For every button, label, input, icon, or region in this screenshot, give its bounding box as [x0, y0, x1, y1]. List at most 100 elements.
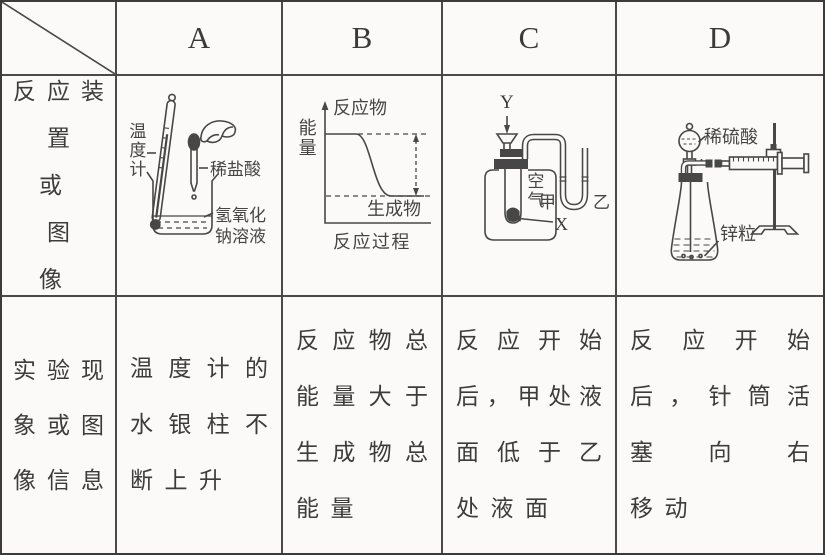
apparatus-d-drawing [670, 122, 810, 261]
diagram-a-neutralization: 温度计 稀盐酸 氢氧化 钠溶液 [117, 76, 281, 295]
naoh-leader-line [203, 212, 214, 218]
beaker-icon [146, 171, 219, 235]
stand-base [749, 225, 800, 235]
funnel-stem [686, 151, 693, 159]
description-line: 水银柱不 [130, 412, 268, 437]
hand-finger-lines [206, 126, 234, 142]
row-label-line: 图像 [38, 220, 87, 292]
syringe-nozzle [720, 160, 731, 167]
energy-curve [325, 133, 424, 197]
x-arrowhead [513, 215, 522, 222]
syringe-plunger [781, 157, 805, 170]
energy-graph-drawing [321, 101, 431, 224]
x-arrow-line [518, 217, 554, 223]
label-yi: 乙 [593, 193, 610, 212]
dropper-bulb [187, 133, 201, 151]
description-line: 能量大于 [296, 384, 428, 409]
apparatus-c-drawing [484, 116, 589, 241]
dropper-tube [190, 149, 198, 192]
zinc-granule [681, 253, 686, 259]
description-line: 能量 [296, 496, 365, 521]
conical-flask [670, 181, 719, 261]
label-energy-axis: 能量 [296, 118, 317, 159]
label-naoh-1: 氢氧化 [215, 206, 266, 225]
description-line: 处液面 [456, 496, 560, 521]
label-x: X [555, 214, 568, 234]
corner-cell [2, 2, 115, 74]
funnel-knob [685, 122, 694, 131]
row-label-line: 置或 [38, 126, 87, 198]
row-label-phenomenon: 实验现 象或图 像信息 [2, 297, 115, 553]
zinc-granule [689, 254, 694, 260]
label-dilute-hcl: 稀盐酸 [210, 160, 261, 179]
description-line: 温度计的 [130, 356, 268, 381]
liquid-dashes [156, 221, 209, 229]
description-line: 后，甲处液 [456, 384, 602, 409]
diagram-b-energy-graph: 能量 反应物 生成物 反应过程 [283, 76, 441, 295]
tube-connector [714, 159, 722, 168]
delivery-tube-inner [682, 161, 706, 173]
funnel-liquid-dashes [681, 138, 698, 145]
acid-leader-line [697, 135, 707, 143]
description-line: 反应开始 [630, 328, 810, 353]
y-axis-arrowhead [321, 101, 329, 110]
u-tube-liquid-levels [559, 176, 589, 182]
description-line: 反应物总 [296, 328, 428, 353]
apparatus-a-drawing [146, 93, 237, 235]
label-dilute-h2so4: 稀硫酸 [704, 127, 758, 147]
stopper-band-bottom [494, 159, 528, 169]
stopper-band-top [500, 149, 522, 157]
label-reactants: 反应物 [333, 98, 387, 118]
label-air: 空气 [524, 172, 544, 211]
syringe-graduations [732, 157, 775, 162]
diagram-c-gas-bottle-manometer: Y 空气 甲 乙 X [443, 76, 615, 295]
drop-icon [191, 194, 197, 200]
zinc-granule [698, 253, 703, 259]
flask-liquid-dashes [673, 238, 716, 258]
description-line: 塞向右 [630, 440, 810, 465]
label-products: 生成物 [367, 199, 421, 219]
axes [324, 107, 431, 224]
description-line: 生成物总 [296, 440, 428, 465]
description-d: 反应开始 后，针筒活 塞向右 移动 [617, 297, 823, 553]
row-label-line: 反应装 [13, 79, 104, 104]
gas-bottle [484, 169, 557, 241]
row-label-apparatus: 反应装 置或 图像 [2, 76, 115, 295]
zinc-leader-line [703, 240, 720, 257]
row-label-line: 实验现 [13, 357, 104, 383]
description-b: 反应物总 能量大于 生成物总 能量 [283, 297, 441, 553]
funnel-icon [495, 133, 519, 149]
column-header-a: A [117, 2, 281, 74]
description-line: 面低于乙 [456, 440, 602, 465]
y-arrowhead [504, 125, 510, 134]
label-naoh-2: 钠溶液 [215, 227, 266, 246]
label-thermometer: 温度计 [126, 122, 146, 180]
thermometer-icon [149, 93, 177, 230]
column-header-c: C [443, 2, 615, 74]
clamp-screw [770, 144, 777, 150]
diagram-d-flask-syringe: 稀硫酸 锌粒 [617, 76, 823, 295]
description-line: 后，针筒活 [630, 384, 810, 409]
dropping-funnel-sphere [678, 129, 701, 153]
description-line: 移动 [630, 496, 699, 521]
description-line: 断上升 [130, 468, 234, 493]
plunger-end-cap [803, 153, 810, 174]
description-line: 反应开始 [456, 328, 602, 353]
tube-connector [705, 159, 713, 168]
column-header-d: D [617, 2, 823, 74]
row-label-line: 象或图 [13, 412, 104, 438]
label-reaction-process: 反应过程 [333, 232, 411, 252]
flask-stopper [678, 173, 703, 182]
connecting-tube-inner [523, 135, 587, 209]
row-label-line: 像信息 [13, 467, 104, 493]
hand-icon [200, 120, 237, 144]
label-jia: 甲 [539, 193, 556, 212]
description-a: 温度计的 水银柱不 断上升 [117, 297, 281, 553]
column-header-b: B [283, 2, 441, 74]
label-zinc: 锌粒 [720, 224, 756, 244]
funnel-lower-stem [686, 165, 693, 173]
label-y: Y [500, 92, 514, 113]
diagonal-line [2, 2, 115, 74]
